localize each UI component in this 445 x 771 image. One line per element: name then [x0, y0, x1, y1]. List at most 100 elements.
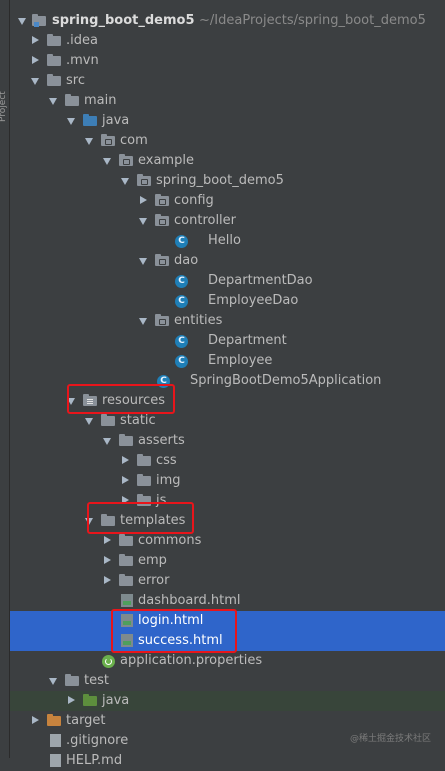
tree-row-root[interactable]: spring_boot_demo5 ~/IdeaProjects/spring_…	[10, 11, 445, 31]
tree-label: resources	[102, 393, 166, 408]
expand-arrow-icon[interactable]	[85, 418, 93, 425]
folder-icon	[119, 574, 133, 586]
folder-icon	[47, 74, 61, 86]
expand-arrow-icon[interactable]	[67, 118, 75, 125]
class-icon: C	[175, 335, 188, 348]
side-tool-strip: Project	[0, 0, 10, 758]
tree-row-img[interactable]: img	[10, 471, 445, 491]
package-icon	[137, 174, 151, 186]
tree-label: Hello	[208, 233, 241, 248]
expand-arrow-icon[interactable]	[121, 178, 129, 185]
tree-row-employee[interactable]: C Employee	[10, 351, 445, 371]
tree-label: img	[156, 473, 181, 488]
expand-arrow-icon[interactable]	[85, 518, 93, 525]
class-icon: C	[175, 235, 188, 248]
tree-label: com	[120, 133, 148, 148]
tree-label: spring_boot_demo5	[156, 173, 284, 188]
project-tree: spring_boot_demo5 ~/IdeaProjects/spring_…	[10, 0, 445, 768]
tree-row-entities[interactable]: entities	[10, 311, 445, 331]
collapse-arrow-icon[interactable]	[140, 196, 147, 204]
tree-label: application.properties	[120, 653, 263, 668]
folder-icon	[65, 94, 79, 106]
collapse-arrow-icon[interactable]	[32, 36, 39, 44]
tree-row-java[interactable]: java	[10, 111, 445, 131]
tree-row-static[interactable]: static	[10, 411, 445, 431]
tree-row-employee-dao[interactable]: C EmployeeDao	[10, 291, 445, 311]
tree-row-resources[interactable]: resources	[10, 391, 445, 411]
expand-arrow-icon[interactable]	[85, 138, 93, 145]
tree-label: dao	[174, 253, 199, 268]
tree-row-success[interactable]: success.html	[10, 631, 445, 651]
tree-row-idea[interactable]: .idea	[10, 31, 445, 51]
tree-row-emp[interactable]: emp	[10, 551, 445, 571]
expand-arrow-icon[interactable]	[31, 78, 39, 85]
tree-label: DepartmentDao	[208, 273, 313, 288]
tree-label: Employee	[208, 353, 273, 368]
tree-row-mvn[interactable]: .mvn	[10, 51, 445, 71]
tree-row-test[interactable]: test	[10, 671, 445, 691]
tree-label: login.html	[138, 613, 204, 628]
collapse-arrow-icon[interactable]	[32, 56, 39, 64]
tree-row-target[interactable]: target	[10, 711, 445, 731]
collapse-arrow-icon[interactable]	[122, 476, 129, 484]
package-icon	[155, 314, 169, 326]
tree-row-error[interactable]: error	[10, 571, 445, 591]
tree-row-css[interactable]: css	[10, 451, 445, 471]
expand-arrow-icon[interactable]	[67, 398, 75, 405]
class-icon: C	[175, 295, 188, 308]
tree-row-commons[interactable]: commons	[10, 531, 445, 551]
tree-row-com[interactable]: com	[10, 131, 445, 151]
tree-row-src[interactable]: src	[10, 71, 445, 91]
project-tool-tab[interactable]: Project	[0, 91, 8, 122]
expand-arrow-icon[interactable]	[103, 438, 111, 445]
collapse-arrow-icon[interactable]	[122, 496, 129, 504]
tree-row-asserts[interactable]: asserts	[10, 431, 445, 451]
markdown-file-icon	[50, 754, 61, 767]
expand-arrow-icon[interactable]	[49, 678, 57, 685]
html-file-icon	[121, 614, 133, 627]
tree-row-js[interactable]: js	[10, 491, 445, 511]
collapse-arrow-icon[interactable]	[104, 556, 111, 564]
collapse-arrow-icon[interactable]	[104, 536, 111, 544]
tree-row-test-java[interactable]: java	[10, 691, 445, 711]
package-icon	[155, 194, 169, 206]
expand-arrow-icon[interactable]	[18, 18, 26, 25]
expand-arrow-icon[interactable]	[49, 98, 57, 105]
tree-row-gitignore[interactable]: .gitignore	[10, 731, 445, 751]
tree-label: error	[138, 573, 170, 588]
tree-label: EmployeeDao	[208, 293, 299, 308]
tree-label: SpringBootDemo5Application	[190, 373, 382, 388]
tree-row-login[interactable]: login.html	[10, 611, 445, 631]
collapse-arrow-icon[interactable]	[122, 456, 129, 464]
tree-row-package[interactable]: spring_boot_demo5	[10, 171, 445, 191]
tree-label: entities	[174, 313, 223, 328]
tree-label: emp	[138, 553, 167, 568]
highlight-box-resources	[67, 384, 175, 414]
tree-row-dao[interactable]: dao	[10, 251, 445, 271]
resources-folder-icon	[83, 394, 97, 406]
tree-row-dashboard[interactable]: dashboard.html	[10, 591, 445, 611]
expand-arrow-icon[interactable]	[103, 158, 111, 165]
tree-row-application-properties[interactable]: application.properties	[10, 651, 445, 671]
expand-arrow-icon[interactable]	[139, 318, 147, 325]
tree-row-department[interactable]: C Department	[10, 331, 445, 351]
collapse-arrow-icon[interactable]	[104, 576, 111, 584]
tree-row-main[interactable]: main	[10, 91, 445, 111]
tree-row-config[interactable]: config	[10, 191, 445, 211]
tree-row-example[interactable]: example	[10, 151, 445, 171]
tree-label: css	[156, 453, 177, 468]
tree-row-department-dao[interactable]: C DepartmentDao	[10, 271, 445, 291]
tree-row-templates[interactable]: templates	[10, 511, 445, 531]
tree-row-help[interactable]: HELP.md	[10, 751, 445, 771]
folder-icon	[137, 494, 151, 506]
class-icon: C	[175, 355, 188, 368]
expand-arrow-icon[interactable]	[139, 218, 147, 225]
collapse-arrow-icon[interactable]	[32, 716, 39, 724]
source-folder-icon	[83, 114, 97, 126]
expand-arrow-icon[interactable]	[139, 258, 147, 265]
tree-row-controller[interactable]: controller	[10, 211, 445, 231]
folder-icon	[101, 414, 115, 426]
collapse-arrow-icon[interactable]	[68, 696, 75, 704]
tree-row-hello[interactable]: C Hello	[10, 231, 445, 251]
folder-icon	[137, 454, 151, 466]
